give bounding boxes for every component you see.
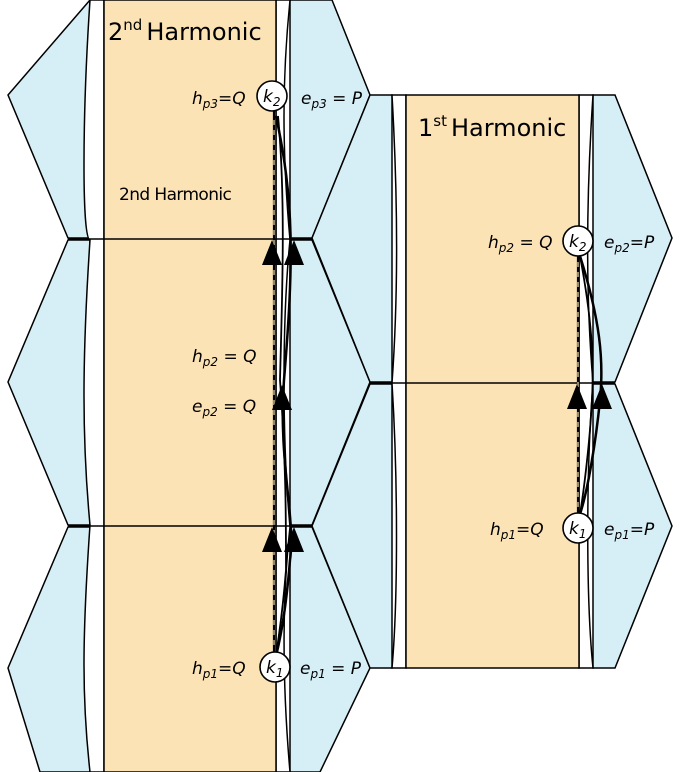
right-eq-bottom-right: ep1=P — [604, 520, 655, 542]
left-hex-cell-6 — [289, 526, 371, 772]
right-node-top-label: k2 — [569, 232, 587, 254]
left-arrow-3 — [272, 385, 292, 410]
right-hex-cell-3 — [592, 94, 673, 383]
left-arrow-2 — [284, 240, 304, 265]
left-path-curve-2 — [275, 115, 287, 657]
right-eq-top-right: ep2=P — [604, 233, 655, 255]
right-arrow-2 — [592, 384, 612, 409]
left-eq-mid-upper: hp2 = Q — [192, 347, 257, 369]
left-wavy-gap-left — [83, 0, 105, 772]
right-node-bottom — [562, 512, 594, 544]
left-hex-cell-1 — [7, 0, 91, 239]
left-node-bottom-label: k1 — [266, 658, 284, 680]
right-arrow-1 — [567, 384, 587, 409]
right-wavy-gap-left — [391, 94, 407, 669]
left-arrow-4 — [262, 527, 282, 552]
right-eq-bottom-left: hp1=Q — [490, 520, 544, 542]
right-hex-cell-1 — [311, 94, 393, 383]
left-mid-note: 2nd Harmonic — [119, 185, 232, 205]
right-hex-cell-4 — [592, 383, 673, 669]
left-node-top — [256, 80, 288, 112]
left-eq-top-left: hp3=Q — [192, 89, 246, 111]
left-eq-bottom-left: hp1=Q — [192, 659, 246, 681]
right-node-top — [562, 225, 594, 257]
right-band — [405, 94, 580, 669]
left-node-bottom — [259, 651, 291, 683]
left-arrow-1 — [262, 240, 282, 265]
right-node-bottom-label: k1 — [569, 519, 587, 541]
left-hex-cell-3 — [7, 526, 91, 772]
right-eq-top-left: hp2 = Q — [488, 233, 553, 255]
right-hex-cell-2 — [311, 383, 393, 669]
right-path-curve-2 — [579, 255, 594, 515]
left-arrow-5 — [284, 527, 304, 552]
left-eq-top-right: ep3 = P — [301, 89, 363, 111]
left-band — [103, 0, 277, 772]
left-hex-cell-2 — [7, 239, 91, 526]
left-node-top-label: k2 — [263, 87, 281, 109]
left-eq-bottom-right: ep1 = P — [300, 659, 362, 681]
left-eq-mid-lower: ep2 = Q — [192, 397, 256, 419]
right-wavy-gap-right — [578, 94, 594, 669]
